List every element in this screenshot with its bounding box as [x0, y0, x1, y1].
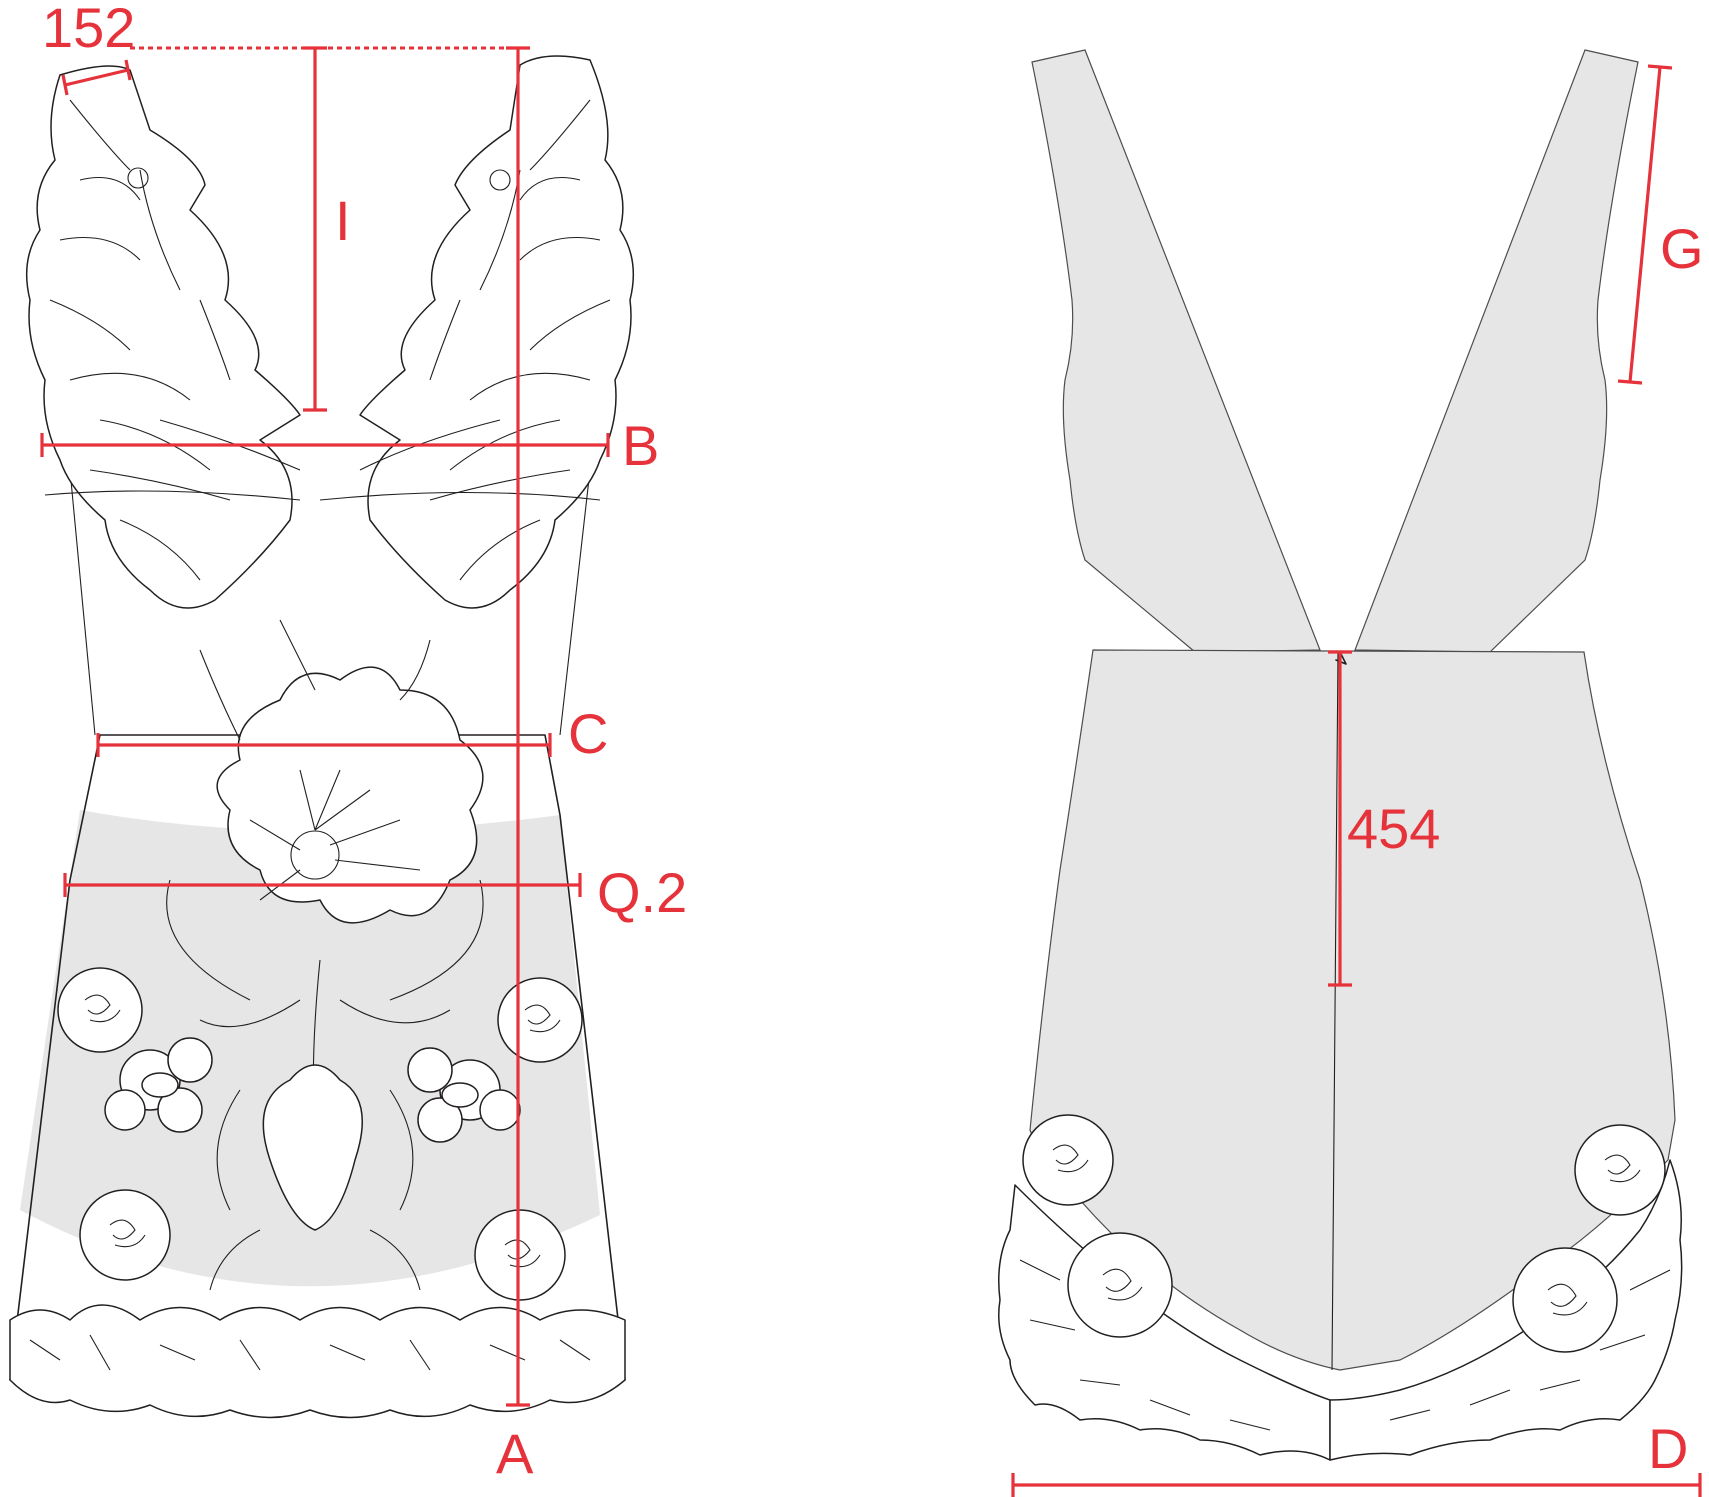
back-carnation-3 — [1574, 1124, 1666, 1216]
back-carnation-1 — [1022, 1114, 1114, 1206]
front-view: 152 I B C Q.2 A — [9, 0, 687, 1485]
label-waist: C — [568, 702, 608, 765]
front-small-flower-right — [407, 1047, 521, 1143]
front-tulip — [262, 1064, 363, 1231]
front-lace-left — [25, 65, 301, 609]
label-strap-width: 152 — [42, 0, 135, 59]
back-strap-left — [1031, 49, 1321, 653]
back-strap-right — [1354, 49, 1639, 653]
front-lace-hem — [9, 1304, 626, 1419]
label-hip: Q.2 — [597, 861, 687, 924]
front-lace-right-petals — [429, 99, 611, 581]
front-sheer-panel — [20, 810, 600, 1287]
strap-length-line — [1628, 66, 1662, 383]
back-view: G 454 D — [998, 49, 1704, 1497]
front-carnation-4 — [474, 1209, 566, 1301]
front-carnation-3 — [79, 1189, 171, 1281]
label-neck-depth: I — [335, 189, 351, 252]
front-carnation-1 — [57, 967, 143, 1053]
back-lace-hem-detail — [1019, 1259, 1671, 1431]
label-strap-length: G — [1660, 217, 1704, 280]
front-tulip-leaves — [209, 1089, 421, 1291]
front-stem — [166, 879, 484, 1131]
back-measurements — [1011, 64, 1702, 1497]
front-measurements — [40, 46, 610, 1407]
back-center-seam — [1331, 651, 1339, 1371]
label-bust: B — [622, 414, 659, 477]
strap-width-line — [64, 68, 129, 87]
label-hem-width: D — [1648, 1417, 1688, 1480]
front-cup-lines — [44, 419, 601, 501]
label-back-length: 454 — [1347, 797, 1440, 860]
back-carnation-4 — [1512, 1247, 1618, 1353]
front-lace-left-petals — [49, 99, 231, 581]
front-center-flower — [216, 666, 484, 924]
front-carnation-2 — [497, 977, 583, 1063]
front-lace-left-bud — [127, 167, 149, 189]
front-lace-right — [359, 55, 635, 609]
front-center-flower-core — [290, 830, 340, 880]
back-panel — [1029, 649, 1676, 1371]
back-carnation-2 — [1067, 1232, 1173, 1338]
front-lace-right-bud — [489, 169, 511, 191]
front-lace-hem-detail — [29, 1334, 591, 1371]
label-total-length: A — [496, 1422, 534, 1485]
front-small-flower-left — [104, 1037, 213, 1133]
